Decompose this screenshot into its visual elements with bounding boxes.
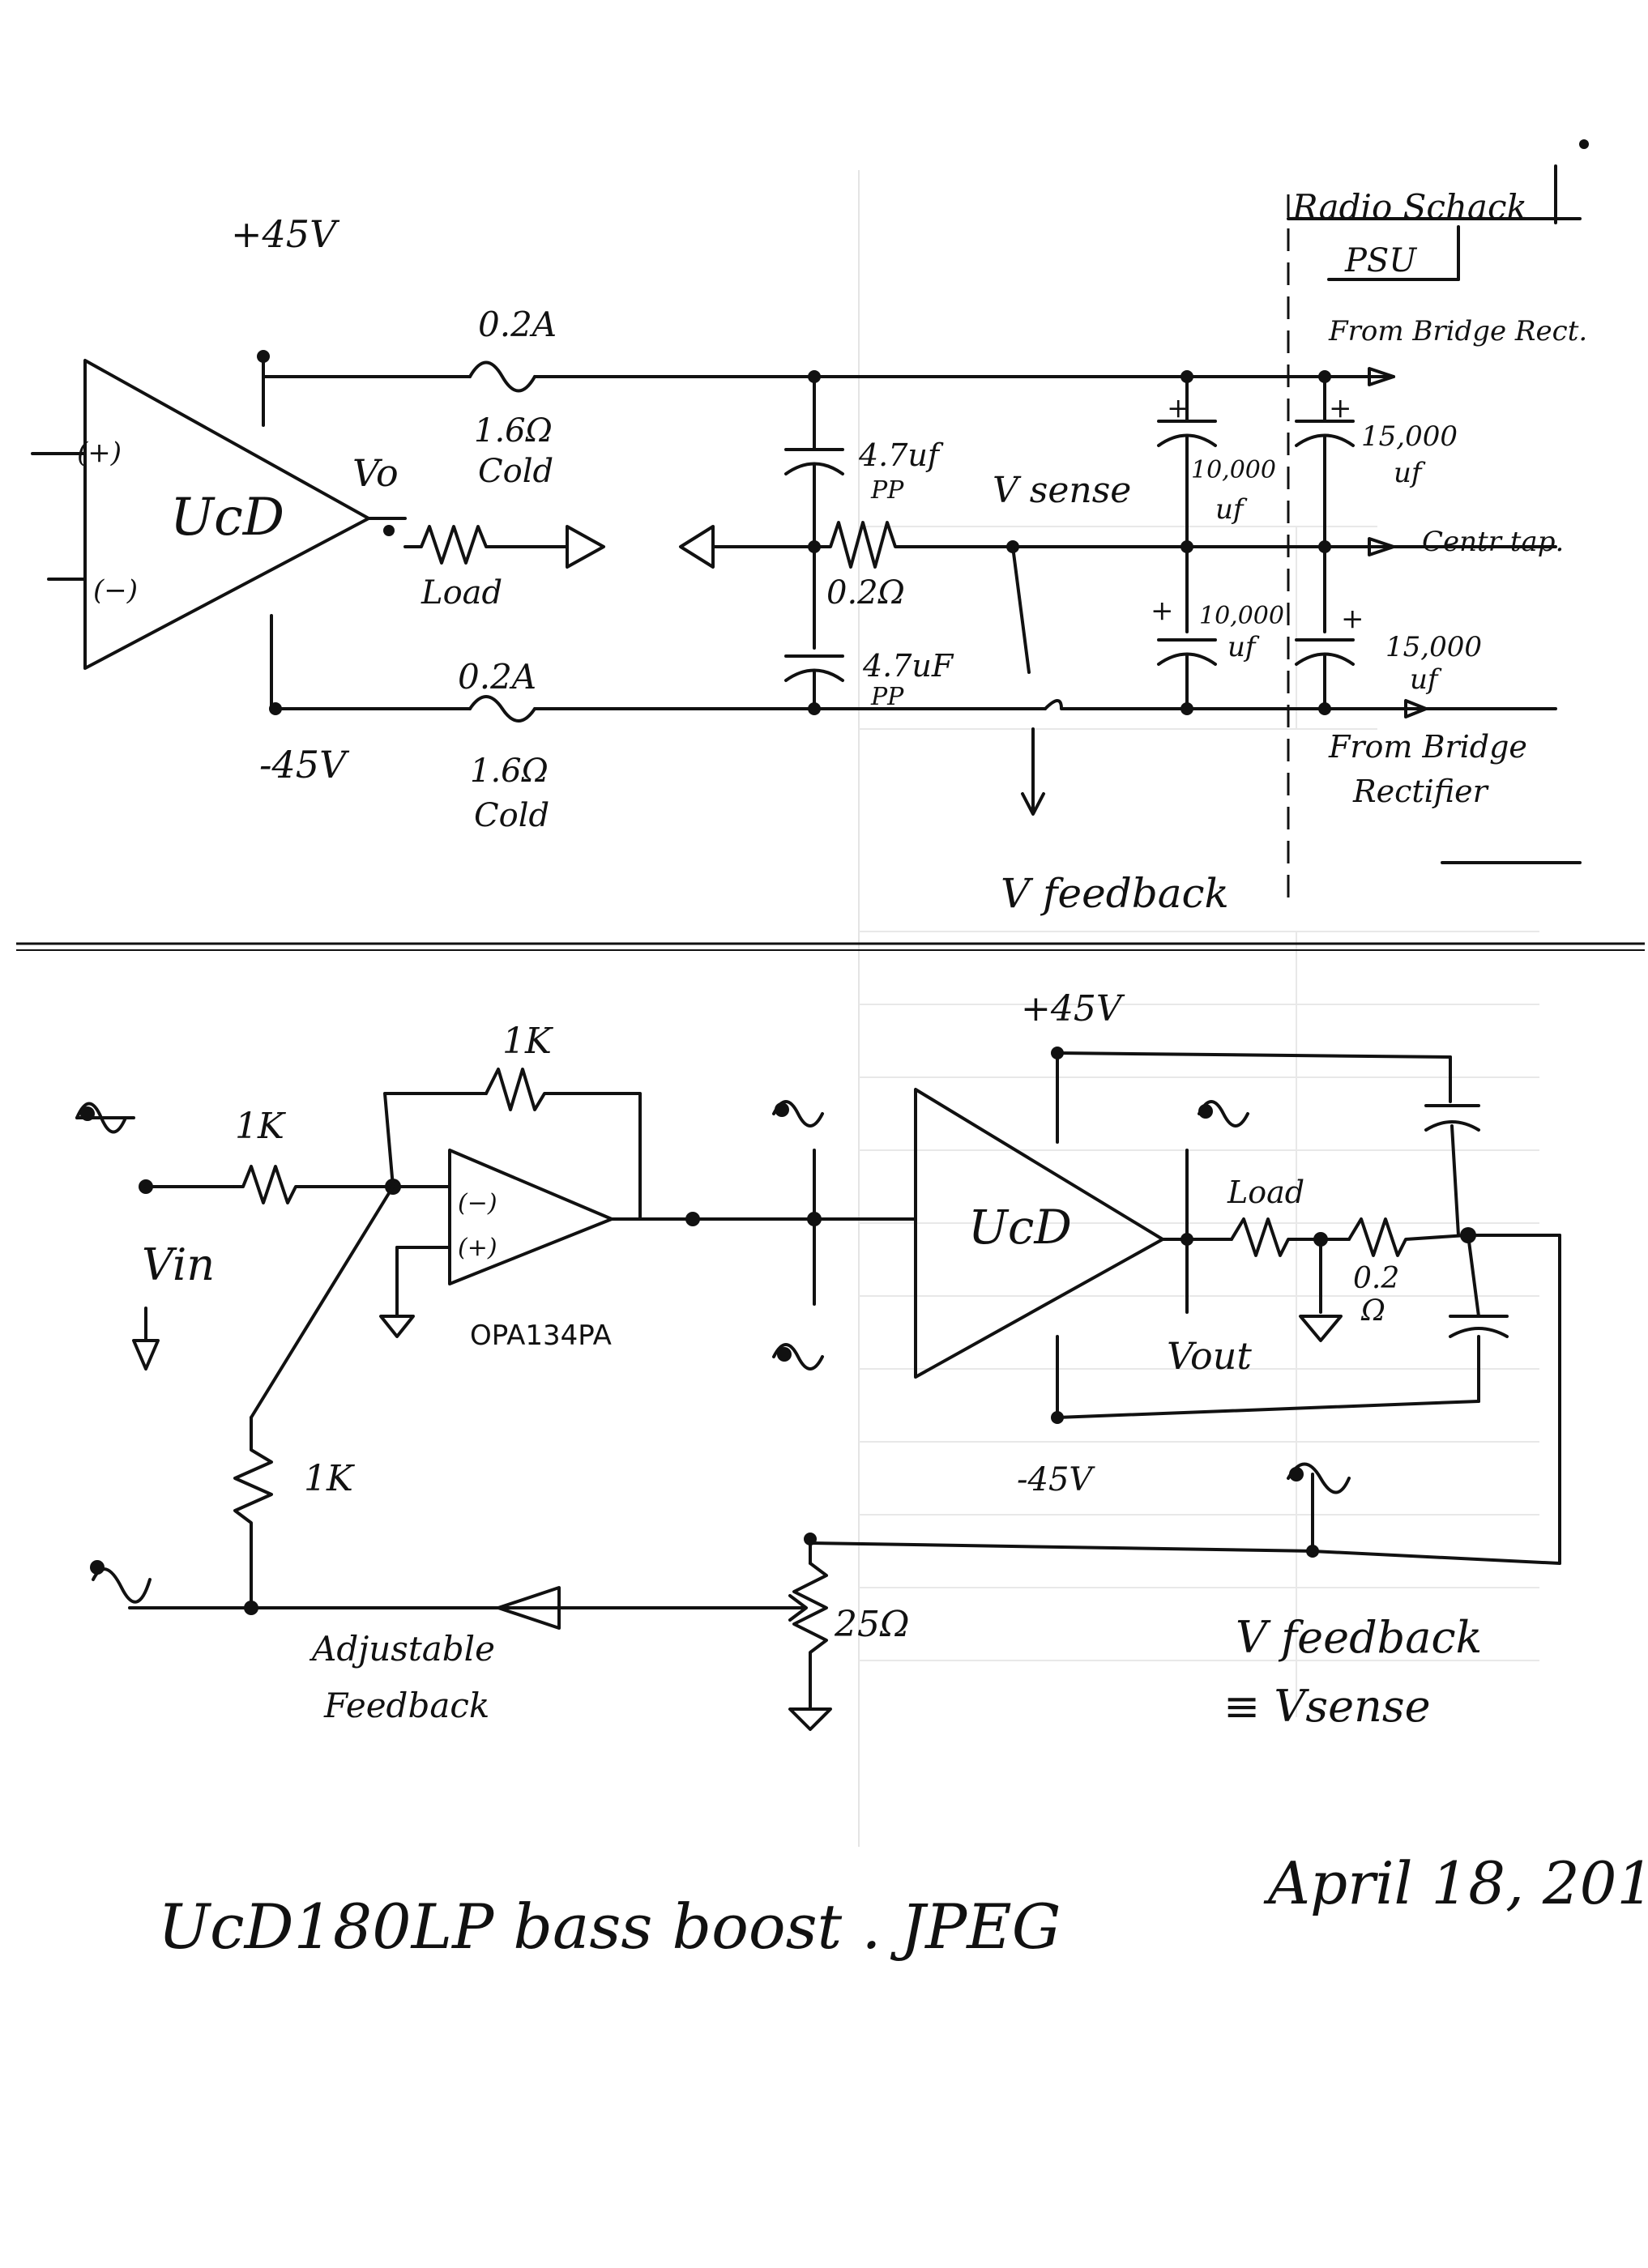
sine-wave-icon-feedback	[90, 1560, 152, 1604]
cap-b-top-unit: uf	[1394, 457, 1426, 489]
vin-label: Vin	[142, 1239, 215, 1290]
vfb-bottom-label: V feedback	[1236, 1612, 1482, 1663]
fuse-bot-label: 0.2A	[458, 657, 536, 697]
psu-subtitle: PSU	[1344, 242, 1417, 279]
fuse-bot-res-label: 1.6Ω	[470, 752, 549, 790]
fuse-top-icon	[468, 360, 536, 393]
output-connector-right	[566, 525, 605, 569]
top-schematic: +45V -45V 0.2A 1.6Ω Cold 0.2A 1.6Ω Cold …	[31, 164, 1587, 917]
ucd-top-label: UcD	[170, 488, 284, 548]
load-top-label: Load	[421, 574, 502, 612]
ground-pot-icon	[788, 1707, 832, 1731]
adjustable-label: Adjustable	[309, 1629, 495, 1669]
sine-wave-icon-vin	[75, 1102, 135, 1134]
ground-opamp-icon	[379, 1315, 415, 1338]
rail-pos-label: +45V	[231, 212, 340, 256]
cap-a-top-label: 10,000	[1191, 456, 1276, 484]
ucd-amplifier-bottom	[914, 1088, 1164, 1379]
rail-neg-bottom-label: -45V	[1017, 1461, 1095, 1498]
cap-b-top-label: 15,000	[1361, 420, 1458, 453]
feedback-label: Feedback	[323, 1686, 489, 1725]
from-bridge-bottom-1: From Bridge	[1328, 729, 1527, 765]
svg-text:+: +	[1329, 392, 1352, 424]
rail-neg-label: -45V	[259, 743, 350, 787]
feedback-resistor	[485, 1068, 642, 1221]
shunt-resistor	[233, 1416, 273, 1609]
ucd-amplifier-top	[83, 359, 370, 670]
fuse-top-label: 0.2A	[478, 305, 557, 344]
cap-a-bot-unit: uf	[1227, 631, 1260, 663]
cap-b-bot-label: 15,000	[1385, 631, 1482, 663]
sense-resistor-bottom	[1347, 1217, 1468, 1257]
pp-cap-bot-type: PP	[870, 683, 904, 711]
cap-b-bot-unit: uf	[1410, 663, 1442, 696]
rail-pos-bottom-label: +45V	[1021, 988, 1125, 1030]
fuse-top-cold-label: Cold	[478, 453, 553, 490]
fuse-bottom-icon	[468, 695, 536, 723]
svg-text:+: +	[1341, 603, 1364, 635]
from-bridge-top: From Bridge Rect.	[1328, 315, 1587, 347]
opamp-neg-label: (−)	[458, 1189, 497, 1217]
v-sense-label: V sense	[993, 470, 1131, 511]
date-label: April 18, 2019	[1263, 1849, 1648, 1917]
bottom-schematic: 1K 1K 1K Vin (−) (+) OPA134PA UcD +45V -…	[75, 988, 1561, 1732]
v-feedback-label: V feedback	[1001, 870, 1229, 917]
opamp-pos-label: (+)	[458, 1234, 497, 1262]
positive-rail-wire	[262, 355, 472, 378]
opamp-part-label: OPA134PA	[470, 1319, 612, 1352]
sense-res-bottom-1: 0.2	[1353, 1262, 1399, 1295]
ground-vin-icon	[132, 1307, 160, 1371]
ground-load-icon	[1299, 1315, 1343, 1342]
filename-label: UcD180LP bass boost . JPEG	[158, 1891, 1061, 1963]
load-resistor-top	[403, 525, 569, 565]
sine-wave-icon-out	[1198, 1100, 1249, 1128]
vsense-bottom-label: ≡ Vsense	[1223, 1681, 1431, 1732]
load-bottom-label: Load	[1227, 1174, 1304, 1210]
sine-wave-icon-mid-bottom	[772, 1343, 824, 1371]
sense-res-bottom-2: Ω	[1360, 1294, 1385, 1328]
fuse-top-res-label: 1.6Ω	[474, 412, 553, 450]
shunt-resistor-label: 1K	[304, 1458, 355, 1499]
sense-res-label: 0.2Ω	[826, 574, 905, 612]
load-resistor-bottom	[1230, 1217, 1318, 1257]
pp-cap-top-type: PP	[870, 476, 904, 505]
from-bridge-bottom-2: Rectifier	[1352, 774, 1490, 809]
output-connector-left	[679, 525, 715, 569]
cap-a-top-unit: uf	[1215, 493, 1248, 526]
feedback-resistor-label: 1K	[502, 1021, 553, 1062]
vout-label: Vout	[1167, 1334, 1252, 1378]
pp-cap-bot-label: 4.7uF	[862, 648, 954, 684]
sine-wave-icon-mid-top	[772, 1100, 824, 1128]
fuse-bot-cold-label: Cold	[474, 797, 549, 834]
ucd-bottom-label: UcD	[968, 1200, 1072, 1255]
pp-cap-top-label: 4.7uf	[858, 437, 944, 473]
sine-wave-icon-fb-node	[1287, 1462, 1351, 1494]
sense-resistor-top	[817, 521, 1557, 569]
centre-tap-label: Centr tap.	[1422, 526, 1564, 558]
psu-title: Radio Schack	[1292, 187, 1527, 227]
opamp-icon	[448, 1149, 613, 1285]
svg-text:+: +	[1167, 392, 1190, 424]
input-resistor	[233, 1165, 395, 1204]
pot-label: 25Ω	[834, 1604, 909, 1645]
cap-a-bot-label: 10,000	[1199, 602, 1284, 630]
ucd-top-pos-input: (+)	[77, 437, 122, 469]
pot-icon	[792, 1562, 828, 1711]
svg-text:+: +	[1151, 595, 1174, 627]
ucd-top-neg-input: (−)	[93, 574, 138, 607]
input-resistor-label: 1K	[235, 1106, 286, 1147]
vo-label: Vo	[352, 451, 399, 495]
paper-show-through	[858, 170, 1539, 1847]
